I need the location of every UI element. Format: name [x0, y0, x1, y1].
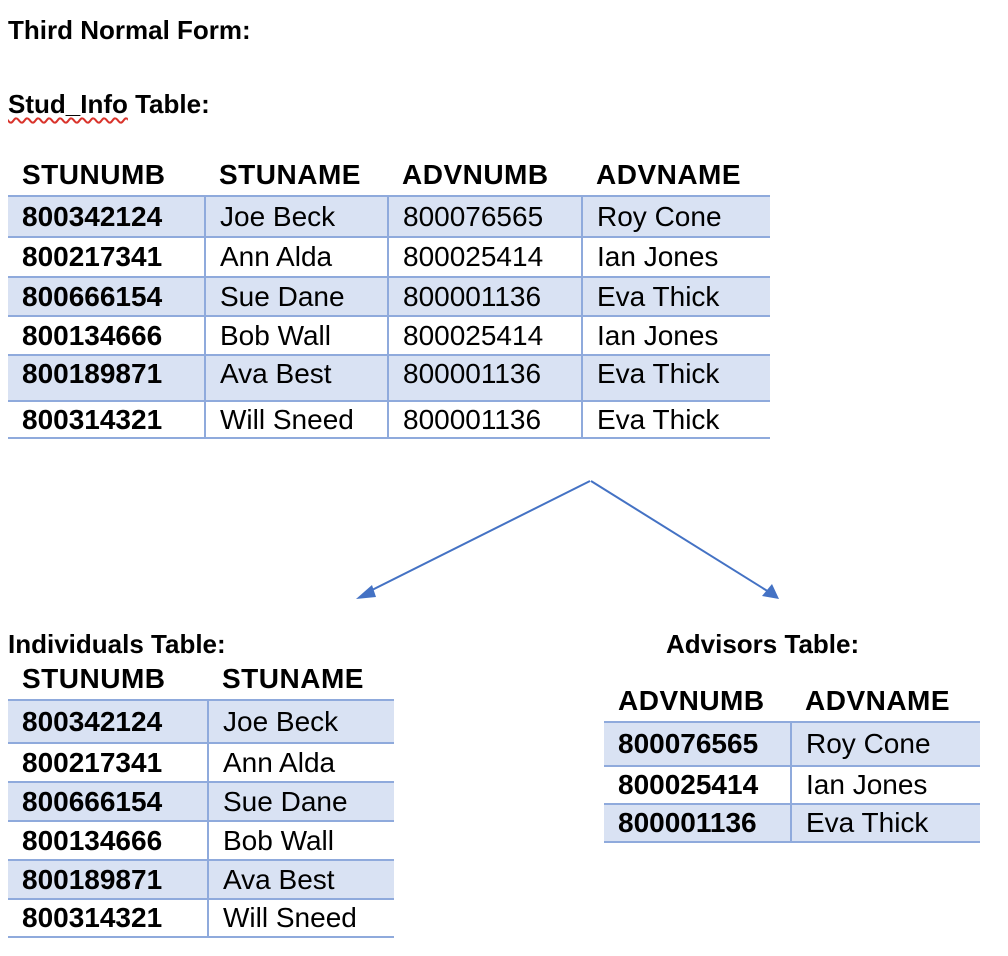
advisors-label: Advisors Table: — [666, 629, 860, 659]
stud-info-name: Stud_Info — [8, 89, 128, 119]
table-row: 800217341 Ann Alda — [8, 742, 394, 782]
table-row: 800314321 Will Sneed — [8, 898, 394, 938]
stunumb-cell: 800189871 — [8, 354, 205, 401]
stuname-cell: Ann Alda — [204, 236, 388, 277]
stuname-cell: Bob Wall — [204, 315, 388, 355]
column-header: STUNUMB — [22, 663, 166, 694]
arrow-left-icon — [356, 480, 591, 599]
table-row: 800001136 Eva Thick — [604, 803, 980, 843]
stunumb-cell: 800314321 — [8, 400, 205, 439]
stuname-cell: Joe Beck — [204, 195, 388, 237]
advisors-table: ADVNUMB ADVNAME 800076565 Roy Cone 80002… — [604, 681, 980, 843]
stunumb-cell: 800342124 — [8, 699, 208, 743]
table-row: 800025414 Ian Jones — [604, 765, 980, 804]
stud-info-label: Stud_Info Table: — [8, 91, 210, 117]
stuname-cell: Sue Dane — [207, 781, 394, 821]
table-row: 800217341 Ann Alda 800025414 Ian Jones — [8, 236, 770, 277]
stuname-cell: Will Sneed — [204, 400, 388, 439]
table-row: 800666154 Sue Dane — [8, 781, 394, 821]
page-title: Third Normal Form: — [8, 15, 251, 45]
advnumb-cell: 800001136 — [387, 400, 582, 439]
table-header-row: ADVNUMB ADVNAME — [604, 681, 980, 722]
advnumb-cell: 800025414 — [604, 765, 791, 804]
individuals-label: Individuals Table: — [8, 629, 226, 659]
individuals-table: STUNUMB STUNAME 800342124 Joe Beck 80021… — [8, 659, 394, 938]
stuname-cell: Ava Best — [207, 859, 394, 899]
column-header: STUNAME — [219, 159, 361, 190]
advname-cell: Ian Jones — [581, 315, 770, 355]
table-row: 800342124 Joe Beck 800076565 Roy Cone — [8, 195, 770, 237]
column-header: ADVNAME — [596, 159, 742, 190]
stuname-cell: Ava Best — [204, 354, 388, 401]
advnumb-cell: 800076565 — [387, 195, 582, 237]
advnumb-cell: 800001136 — [387, 354, 582, 401]
stuname-cell: Bob Wall — [207, 820, 394, 860]
advnumb-cell: 800001136 — [604, 803, 791, 843]
table-row: 800342124 Joe Beck — [8, 699, 394, 743]
stunumb-cell: 800314321 — [8, 898, 208, 938]
stunumb-cell: 800189871 — [8, 859, 208, 899]
advnumb-cell: 800076565 — [604, 721, 791, 766]
advname-cell: Ian Jones — [581, 236, 770, 277]
column-header: ADVNUMB — [402, 159, 549, 190]
table-row: 800134666 Bob Wall 800025414 Ian Jones — [8, 315, 770, 355]
column-header: STUNUMB — [22, 159, 166, 190]
column-header: ADVNUMB — [618, 685, 765, 716]
stunumb-cell: 800217341 — [8, 236, 205, 277]
stuname-cell: Will Sneed — [207, 898, 394, 938]
stunumb-cell: 800666154 — [8, 781, 208, 821]
stuname-cell: Joe Beck — [207, 699, 394, 743]
arrow-right-icon — [590, 480, 779, 599]
advname-cell: Roy Cone — [790, 721, 980, 766]
advname-cell: Roy Cone — [581, 195, 770, 237]
table-row: 800189871 Ava Best — [8, 859, 394, 899]
table-row: 800189871 Ava Best 800001136 Eva Thick — [8, 354, 770, 401]
advname-cell: Ian Jones — [790, 765, 980, 804]
stuname-cell: Sue Dane — [204, 276, 388, 316]
stuname-cell: Ann Alda — [207, 742, 394, 782]
advname-cell: Eva Thick — [581, 276, 770, 316]
column-header: ADVNAME — [805, 685, 951, 716]
stud-info-table: STUNUMB STUNAME ADVNUMB ADVNAME 80034212… — [8, 155, 770, 439]
stunumb-cell: 800217341 — [8, 742, 208, 782]
table-row: 800314321 Will Sneed 800001136 Eva Thick — [8, 400, 770, 439]
column-header: STUNAME — [222, 663, 364, 694]
advname-cell: Eva Thick — [581, 400, 770, 439]
table-row: 800134666 Bob Wall — [8, 820, 394, 860]
advname-cell: Eva Thick — [790, 803, 980, 843]
advname-cell: Eva Thick — [581, 354, 770, 401]
stunumb-cell: 800666154 — [8, 276, 205, 316]
advnumb-cell: 800001136 — [387, 276, 582, 316]
advnumb-cell: 800025414 — [387, 315, 582, 355]
table-row: 800666154 Sue Dane 800001136 Eva Thick — [8, 276, 770, 316]
stuname-text: Ann Alda — [220, 241, 333, 272]
stud-info-suffix: Table: — [127, 89, 210, 119]
table-header-row: STUNUMB STUNAME — [8, 659, 394, 700]
stunumb-cell: 800134666 — [8, 820, 208, 860]
stunumb-cell: 800342124 — [8, 195, 205, 237]
stunumb-cell: 800134666 — [8, 315, 205, 355]
advnumb-cell: 800025414 — [387, 236, 582, 277]
table-header-row: STUNUMB STUNAME ADVNUMB ADVNAME — [8, 155, 770, 196]
table-row: 800076565 Roy Cone — [604, 721, 980, 766]
